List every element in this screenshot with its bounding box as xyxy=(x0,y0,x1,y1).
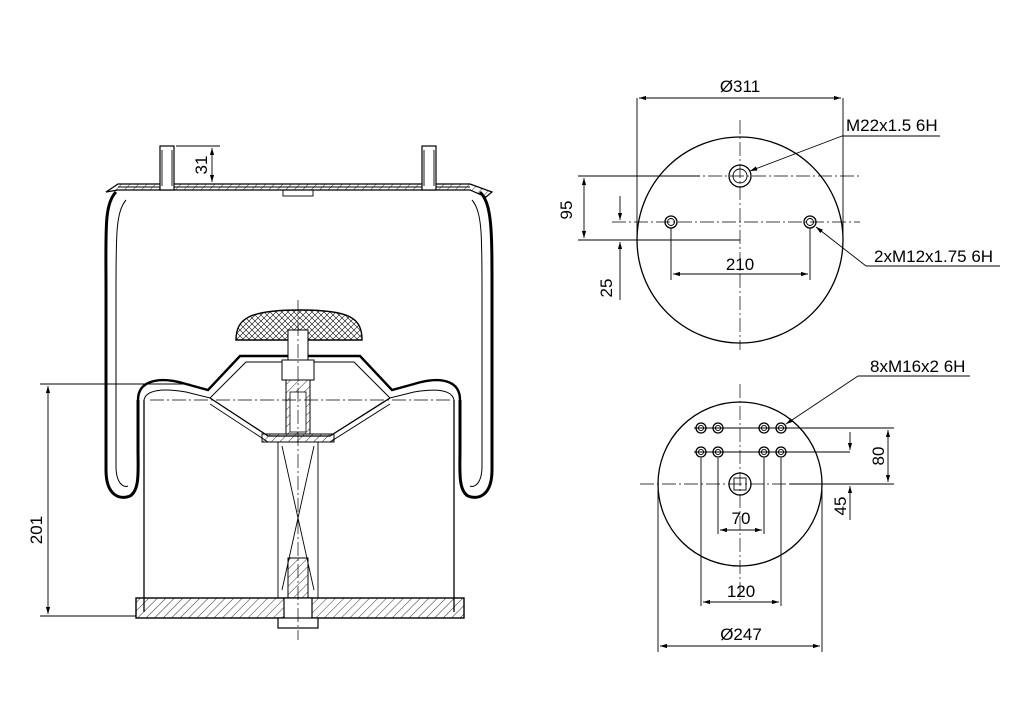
dimension-80: 80 xyxy=(790,427,894,485)
center-thread-hole xyxy=(728,164,752,188)
dimension-120: 120 xyxy=(700,458,782,606)
dim-label-120: 120 xyxy=(727,582,755,601)
dim-label-95: 95 xyxy=(557,201,576,220)
dim-label-210: 210 xyxy=(726,255,754,274)
label-bottom-threads: 8xM16x2 6H xyxy=(870,357,965,376)
dim-label-top-diameter: Ø311 xyxy=(720,77,760,96)
mounting-stud-left xyxy=(159,145,175,191)
dim-label-31: 31 xyxy=(192,156,211,175)
dim-label-201: 201 xyxy=(27,516,46,544)
dimension-overall-height: 201 xyxy=(27,383,190,617)
center-bolt-hole xyxy=(728,472,752,496)
side-view: 31 201 xyxy=(27,145,494,640)
dimension-stud-height: 31 xyxy=(176,145,220,185)
dimension-45: 45 xyxy=(831,432,853,520)
dimension-70: 70 xyxy=(717,458,765,534)
dimension-210: 210 xyxy=(670,228,811,280)
rubber-bellow xyxy=(104,190,140,499)
dimension-bottom-diameter: Ø247 xyxy=(657,490,823,652)
leader-center-thread: M22x1.5 6H xyxy=(749,116,940,172)
label-side-threads: 2xM12x1.75 6H xyxy=(874,247,993,266)
dim-label-45: 45 xyxy=(831,497,850,516)
leader-side-threads: 2xM12x1.75 6H xyxy=(815,226,1000,267)
dim-label-25: 25 xyxy=(597,279,616,298)
bump-stop xyxy=(235,309,363,361)
dimension-25: 25 xyxy=(597,196,623,300)
bottom-view: 8xM16x2 6H 80 45 70 120 xyxy=(640,357,970,652)
label-center-thread: M22x1.5 6H xyxy=(846,116,938,135)
dim-label-bottom-diameter: Ø247 xyxy=(720,625,762,644)
dim-label-80: 80 xyxy=(869,447,888,466)
dim-label-70: 70 xyxy=(732,509,751,528)
dimension-top-diameter: Ø311 xyxy=(636,77,844,236)
dimension-95: 95 xyxy=(557,175,740,241)
mounting-stud-right xyxy=(421,145,437,191)
top-view: Ø311 M22x1.5 6H 95 25 210 xyxy=(557,77,1000,350)
leader-bottom-threads: 8xM16x2 6H xyxy=(785,357,970,425)
